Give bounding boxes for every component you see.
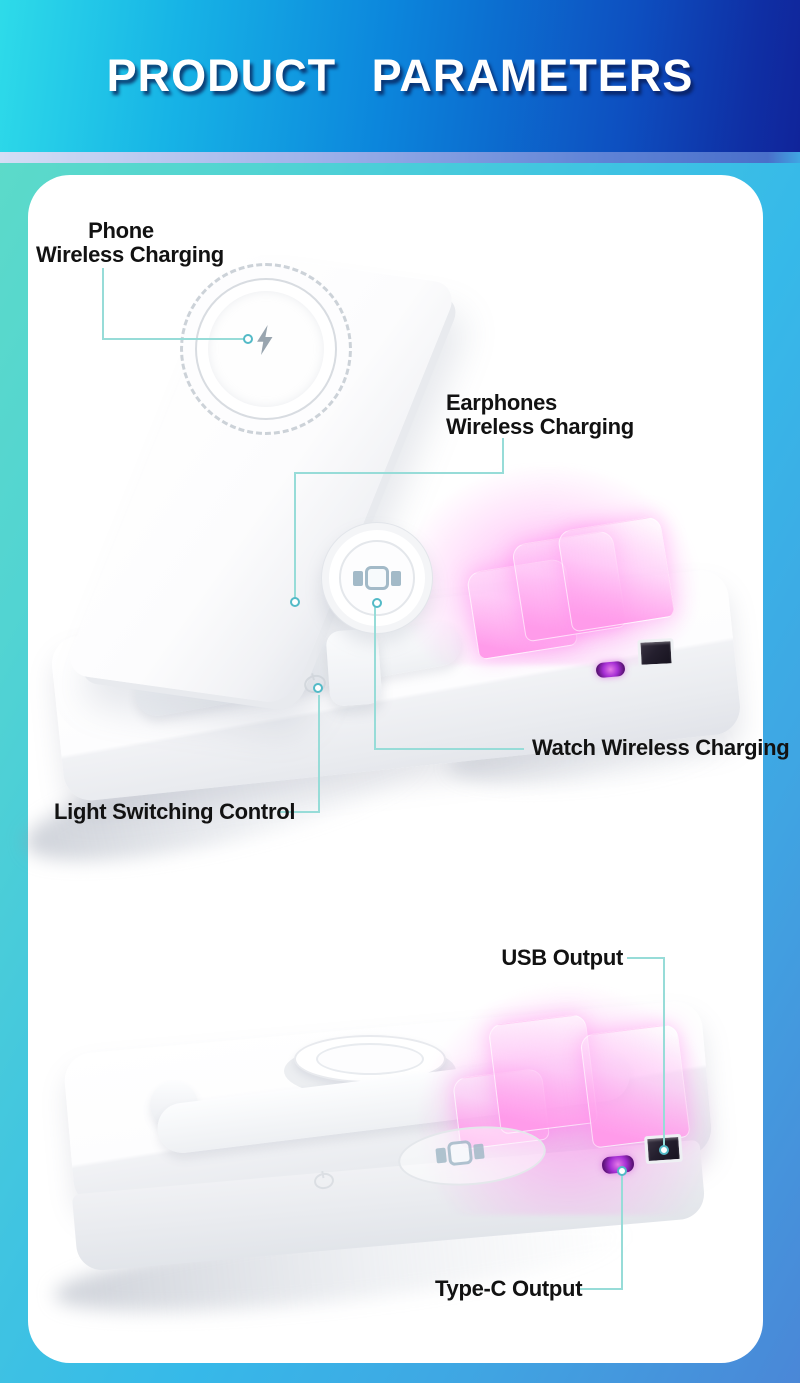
watch-face [365, 566, 389, 590]
callout-label-earphones-line2: Wireless Charging [446, 414, 634, 439]
watch-band-icon [435, 1137, 486, 1170]
phone-pad-ring [316, 1043, 424, 1075]
callout-line [294, 472, 504, 474]
callout-dot-light [313, 683, 323, 693]
callout-label-watch: Watch Wireless Charging [532, 735, 790, 760]
title-banner: PRODUCT PARAMETERS [0, 0, 800, 152]
callout-line [374, 607, 376, 749]
callout-label-earphones: Earphones Wireless Charging [446, 391, 634, 439]
callout-line [278, 811, 320, 813]
charging-coil-ring-inner [208, 291, 324, 407]
callout-label-earphones-line1: Earphones [446, 390, 557, 415]
banner-divider-strip [0, 152, 800, 163]
callout-line [102, 268, 104, 339]
callout-dot-watch [372, 598, 382, 608]
callout-label-phone: Phone Wireless Charging [36, 218, 224, 267]
rgb-light-plate [487, 1013, 599, 1135]
callout-line [294, 473, 296, 598]
callout-label-phone-line1: Phone [88, 218, 154, 243]
watch-band-right [473, 1143, 485, 1159]
callout-line [578, 1288, 623, 1290]
callout-label-usb: USB Output [501, 945, 623, 970]
callout-line [102, 338, 244, 340]
product-view-standing: Phone Wireless Charging Earphones Wirele… [15, 175, 790, 1363]
callout-line [374, 748, 524, 750]
callout-label-typec: Type-C Output [435, 1276, 583, 1301]
callout-dot-phone [243, 334, 253, 344]
watch-band-left [353, 570, 363, 586]
callout-line [627, 957, 665, 959]
watch-band-icon [349, 561, 405, 595]
watch-band-right [391, 570, 401, 586]
page-title: PRODUCT PARAMETERS [106, 50, 694, 101]
callout-line [621, 1172, 623, 1290]
callout-dot-usb [659, 1145, 669, 1155]
callout-line [502, 438, 504, 473]
product-view-folded: USB Output Type-C Output [28, 175, 763, 1363]
callout-dot-earphones [290, 597, 300, 607]
content-card: Phone Wireless Charging Earphones Wirele… [15, 175, 790, 1363]
callout-line [318, 695, 320, 812]
callout-label-phone-line2: Wireless Charging [36, 242, 224, 267]
watch-band-left [435, 1147, 447, 1163]
callout-label-light: Light Switching Control [54, 799, 296, 824]
watch-face [446, 1139, 474, 1167]
rgb-light-plate [579, 1023, 691, 1149]
watch-charger-puck-ring [339, 540, 415, 616]
callout-line [663, 957, 665, 1147]
callout-dot-typec [617, 1166, 627, 1176]
